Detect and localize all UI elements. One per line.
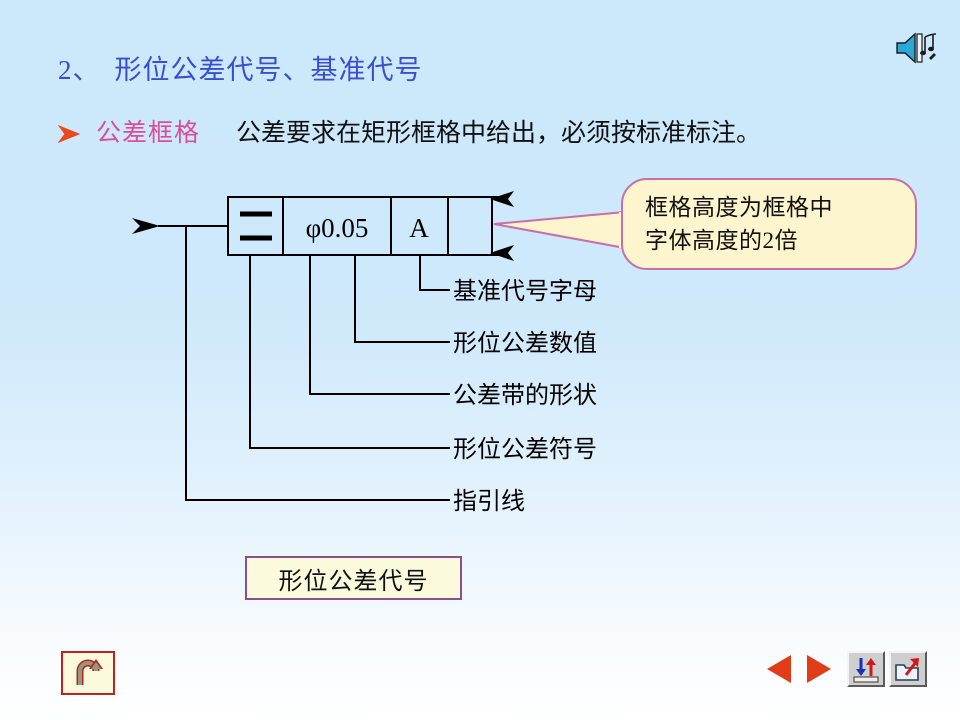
annotation-label-2: 形位公差数值 (453, 330, 597, 357)
tolerance-frame-boxes (227, 196, 493, 256)
speaker-with-notes-icon[interactable] (893, 28, 941, 68)
callout-line-2: 字体高度的2倍 (645, 228, 798, 253)
transfer-button[interactable] (847, 651, 885, 687)
title-text: 形位公差代号、基准代号 (114, 55, 423, 85)
callout-tail (493, 210, 626, 250)
annotation-leader-lines (185, 226, 450, 501)
datum-letter-text: A (409, 213, 429, 243)
annotation-label-4: 形位公差符号 (453, 436, 597, 463)
callout-bubble: 框格高度为框格中 字体高度的2倍 (621, 178, 917, 270)
annotation-label-3: 公差带的形状 (453, 382, 597, 409)
navigation-bar (763, 648, 927, 690)
caption-text: 形位公差代号 (278, 568, 429, 595)
folder-with-arrow-icon (895, 658, 919, 681)
caption-box: 形位公差代号 (245, 556, 462, 600)
u-turn-arrow-icon (76, 659, 103, 685)
triangle-bullet-icon (57, 124, 81, 144)
triangle-right-icon[interactable] (803, 652, 835, 686)
page-title: 2、形位公差代号、基准代号 (58, 48, 423, 87)
bullet-row: 公差框格 公差要求在矩形框格中给出，必须按标准标注。 (57, 113, 762, 149)
bullet-term: 公差框格 (96, 120, 201, 147)
open-folder-button[interactable] (889, 651, 927, 687)
triangle-left-icon[interactable] (763, 652, 795, 686)
up-down-arrows-icon (853, 658, 879, 683)
title-number: 2、 (58, 55, 101, 85)
bullet-description: 公差要求在矩形框格中给出，必须按标准标注。 (236, 120, 762, 147)
height-dimension-arrow-icon (478, 191, 514, 261)
annotation-label-5: 指引线 (453, 488, 525, 515)
annotation-label-1: 基准代号字母 (453, 278, 597, 305)
callout-line-1: 框格高度为框格中 (645, 195, 833, 220)
tolerance-value-text: φ0.05 (306, 213, 369, 243)
return-button[interactable] (61, 651, 115, 695)
parallelism-symbol-icon (240, 211, 272, 241)
